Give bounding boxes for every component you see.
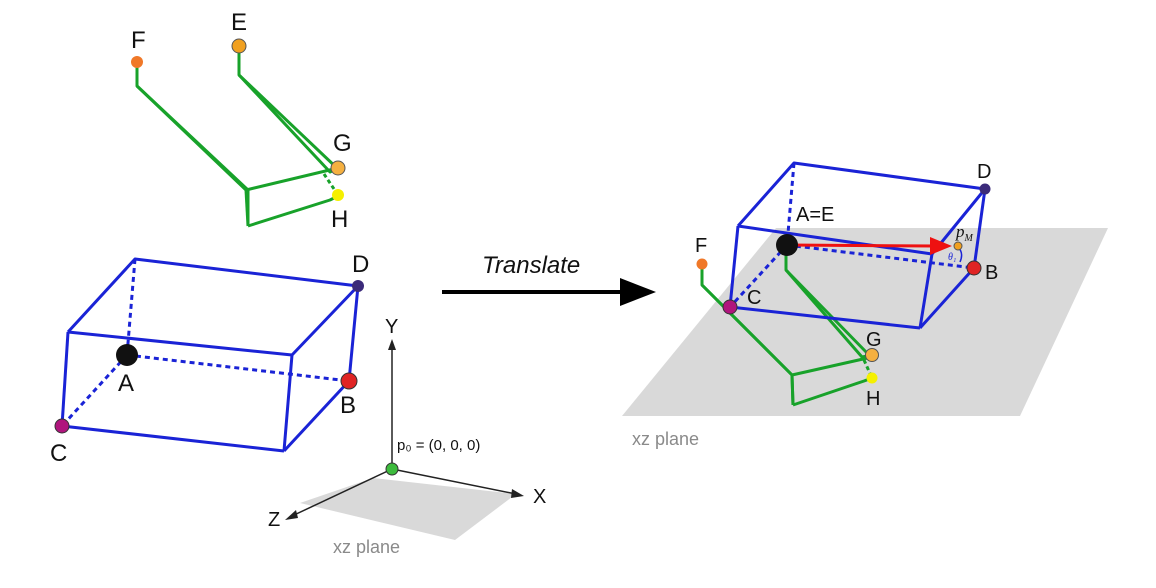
label-b-right: B xyxy=(985,262,998,284)
point-g-left xyxy=(330,160,346,176)
label-h-right: H xyxy=(866,388,880,410)
point-a-left xyxy=(116,344,138,366)
axes xyxy=(285,339,524,520)
point-f-right xyxy=(696,258,708,270)
label-h-left: H xyxy=(331,206,348,233)
right-gripper xyxy=(700,246,874,407)
point-d-right xyxy=(979,183,991,195)
point-ae-right xyxy=(776,234,798,256)
label-f-left: F xyxy=(131,27,146,54)
label-pm: pM xyxy=(955,222,974,244)
label-f-right: F xyxy=(695,235,707,257)
label-d-right: D xyxy=(977,161,991,183)
point-c-left xyxy=(54,418,70,434)
label-translate: Translate xyxy=(482,252,580,279)
label-b-left: B xyxy=(340,392,356,419)
label-xz-plane-left: xz plane xyxy=(333,537,400,557)
label-e-left: E xyxy=(231,9,247,36)
label-axis-y: Y xyxy=(385,316,398,338)
point-g-right xyxy=(865,348,879,362)
label-g-right: G xyxy=(866,329,882,351)
label-ae-right: A=E xyxy=(796,204,834,226)
point-b-right xyxy=(966,260,982,276)
label-d-left: D xyxy=(352,251,369,278)
label-origin: p₀ = (0, 0, 0) xyxy=(397,437,480,454)
left-gripper xyxy=(135,47,341,228)
point-c-right xyxy=(722,299,738,315)
label-c-right: C xyxy=(747,287,761,309)
point-b-left xyxy=(340,372,358,390)
point-d-left xyxy=(352,280,364,292)
point-e-left xyxy=(231,38,247,54)
label-axis-x: X xyxy=(533,486,546,508)
label-axis-z: Z xyxy=(268,509,280,531)
label-g-left: G xyxy=(333,130,352,157)
vector-a-to-pm xyxy=(786,237,952,255)
origin-point xyxy=(385,462,399,476)
xz-plane-left xyxy=(300,478,516,540)
point-h-left xyxy=(332,189,344,201)
left-box xyxy=(60,257,360,453)
label-a-left: A xyxy=(118,370,134,397)
label-theta: θ₁ xyxy=(948,252,956,263)
point-f-left xyxy=(131,56,143,68)
point-pm xyxy=(953,241,963,251)
label-c-left: C xyxy=(50,440,67,467)
label-xz-plane-right: xz plane xyxy=(632,429,699,449)
translate-arrow xyxy=(442,278,656,306)
point-h-right xyxy=(866,372,878,384)
